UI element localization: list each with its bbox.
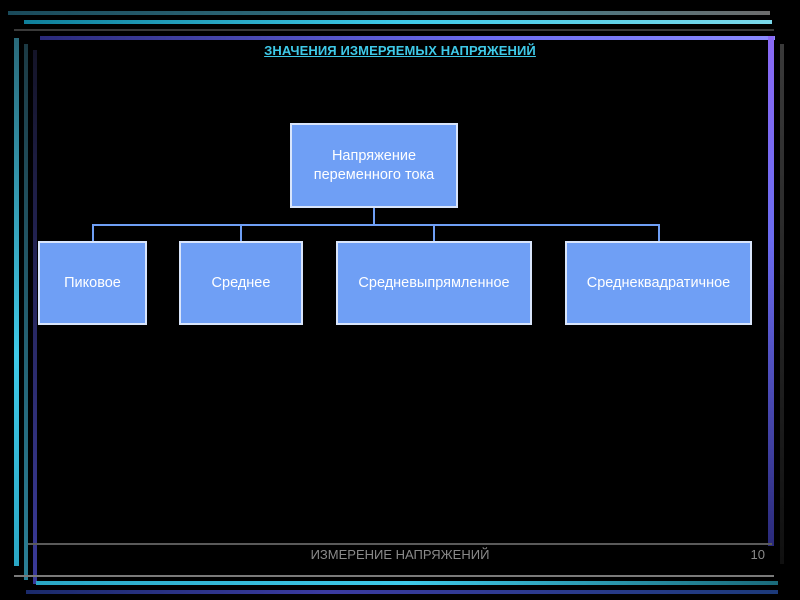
connector-horizontal [92, 224, 659, 226]
child-node-label: Среднее [211, 274, 271, 291]
child-node-label: Пиковое [64, 274, 121, 291]
diagram-child-node-average: Среднее [179, 241, 303, 325]
diagram-child-node-rectified-average: Средневыпрямленное [336, 241, 532, 325]
child-node-label: Среднеквадратичное [586, 274, 731, 291]
frame-top-bar-2 [24, 20, 772, 24]
frame-bottom-line-1 [28, 543, 772, 545]
page-number: 10 [750, 547, 765, 562]
connector-root-down [373, 208, 375, 225]
frame-left-bar-2 [24, 44, 28, 580]
diagram-child-node-rms: Среднеквадратичное [565, 241, 752, 325]
frame-top-line [14, 29, 774, 31]
frame-bottom-bar-2 [26, 590, 778, 594]
frame-right-bar-1 [768, 36, 774, 546]
frame-top-bar-1 [8, 11, 770, 15]
root-node-label: Напряжение переменного тока [313, 147, 435, 183]
diagram-root-node: Напряжение переменного тока [290, 123, 458, 208]
connector-child-1 [92, 224, 94, 242]
slide-footer: ИЗМЕРЕНИЕ НАПРЯЖЕНИЙ [310, 547, 490, 562]
connector-child-4 [658, 224, 660, 242]
child-node-label: Средневыпрямленное [358, 274, 510, 291]
frame-left-bar-3 [33, 50, 37, 584]
diagram-child-node-peak: Пиковое [38, 241, 147, 325]
slide-title: ЗНАЧЕНИЯ ИЗМЕРЯЕМЫХ НАПРЯЖЕНИЙ [264, 43, 536, 58]
frame-bottom-bar-1 [36, 581, 778, 585]
frame-bottom-line-2 [14, 575, 774, 577]
frame-top-bar-3 [40, 36, 775, 40]
connector-child-3 [433, 224, 435, 242]
connector-child-2 [240, 224, 242, 242]
frame-left-bar-1 [14, 38, 19, 566]
frame-right-bar-2 [780, 44, 784, 564]
